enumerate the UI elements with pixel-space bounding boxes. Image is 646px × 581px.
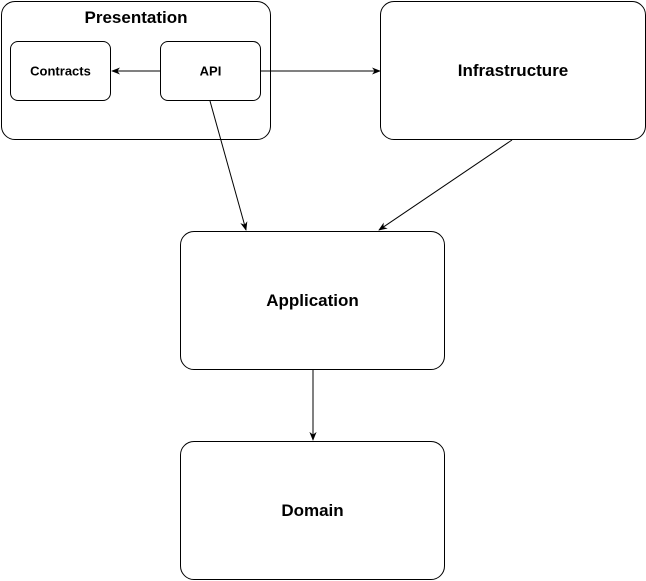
infrastructure-label: Infrastructure <box>457 60 569 80</box>
application-node[interactable]: Application <box>180 231 445 370</box>
contracts-node[interactable]: Contracts <box>10 41 111 101</box>
edge-infrastructure-to-application <box>378 139 513 231</box>
domain-label: Domain <box>281 500 344 520</box>
domain-node[interactable]: Domain <box>180 441 445 580</box>
api-node[interactable]: API <box>160 41 261 101</box>
infrastructure-node[interactable]: Infrastructure <box>380 1 646 140</box>
application-label: Application <box>266 290 359 310</box>
contracts-label: Contracts <box>30 63 91 79</box>
api-label: API <box>199 63 222 79</box>
presentation-title: Presentation <box>84 8 188 27</box>
